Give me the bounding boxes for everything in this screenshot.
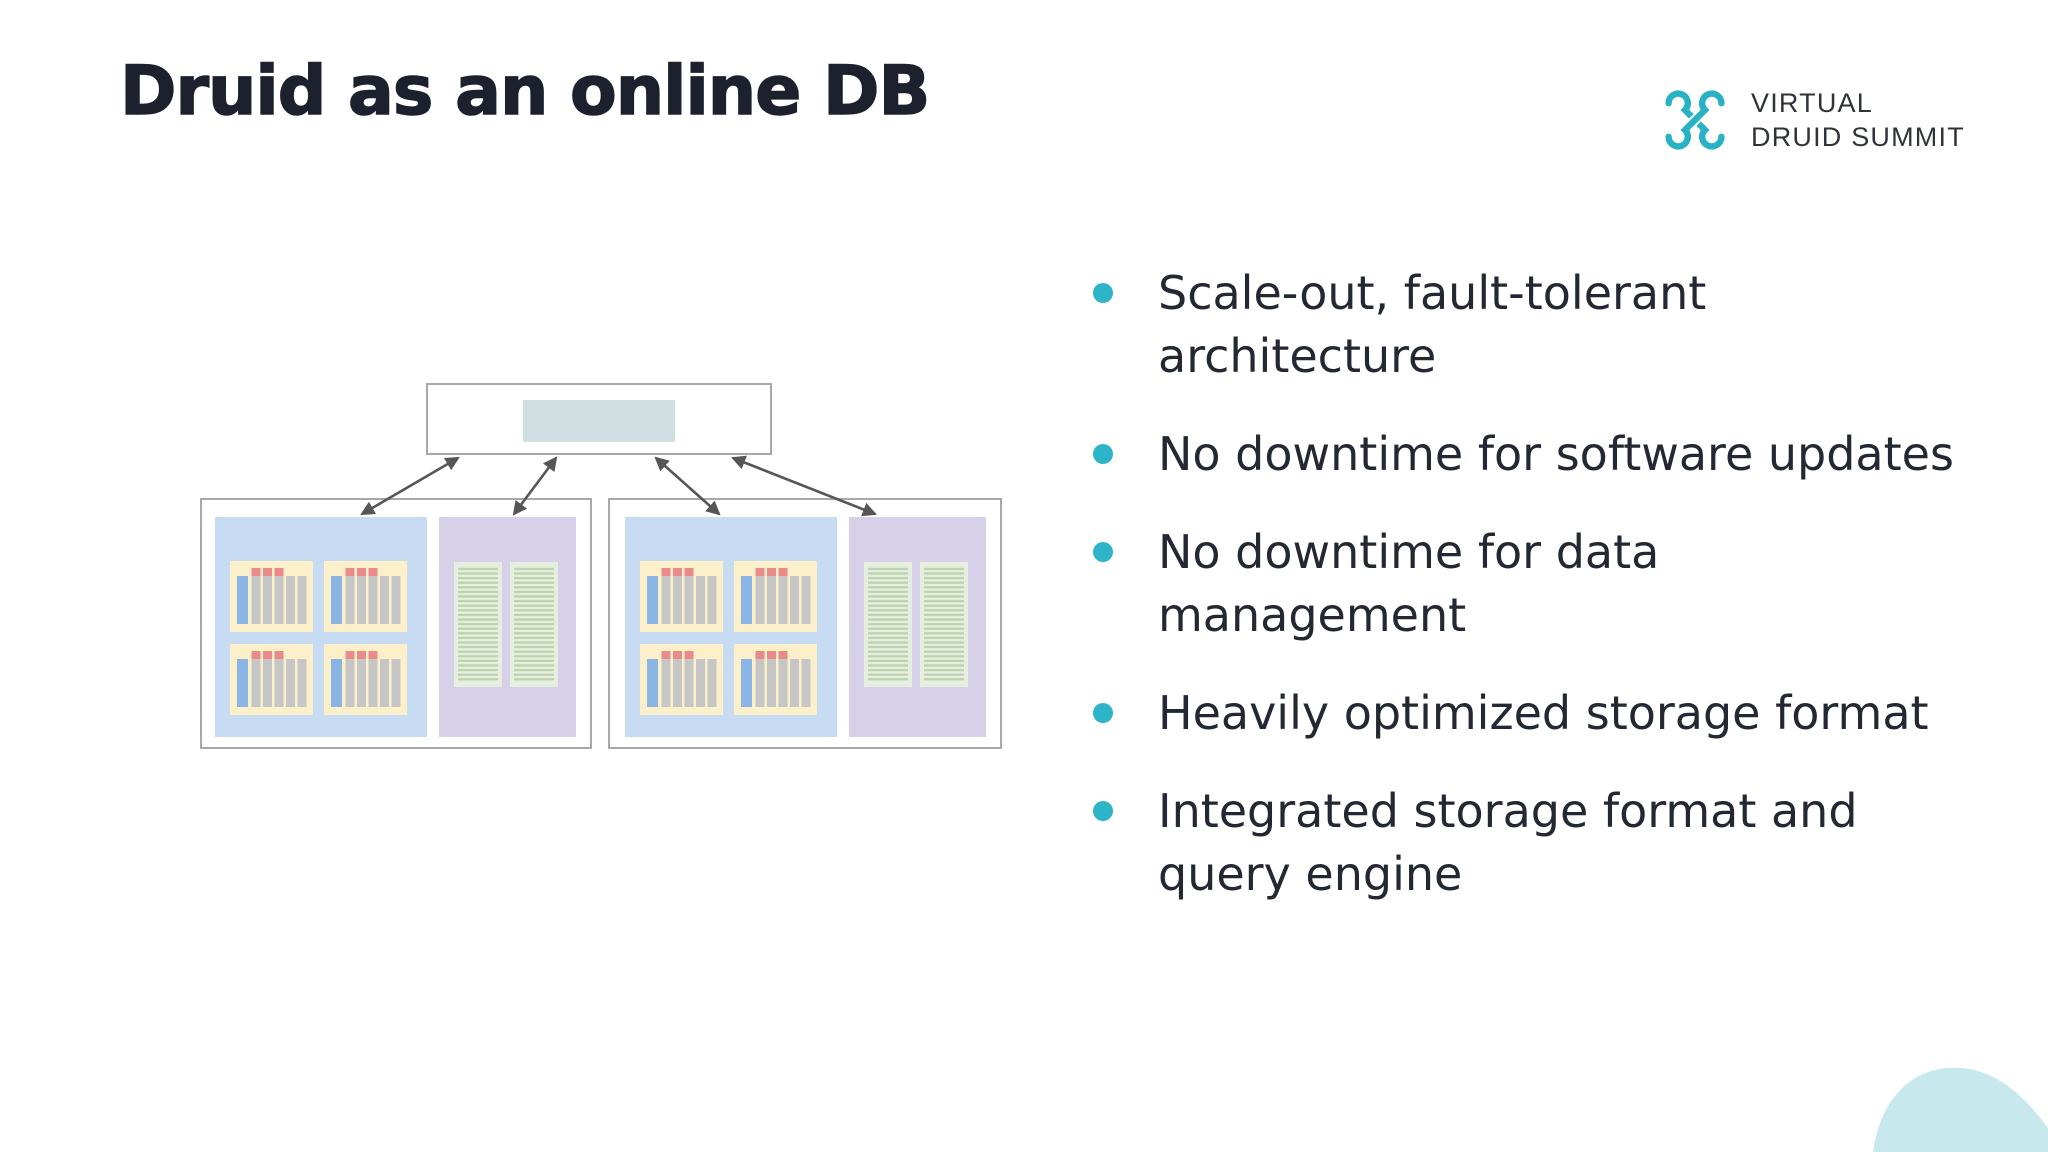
segment-tile: [230, 644, 313, 715]
bullet-dot-icon: [1093, 542, 1113, 562]
arrow-bidirectional: [654, 456, 721, 516]
bullet-dot-icon: [1093, 283, 1113, 303]
bullet-line: management: [1158, 588, 1467, 642]
segment-tile: [734, 644, 817, 715]
summit-logo: VIRTUAL DRUID SUMMIT: [1655, 80, 1965, 160]
bullet-text: No downtime for data management: [1158, 521, 1659, 647]
column-file: [454, 562, 502, 687]
segment-tile: [734, 561, 817, 632]
corner-blob-shape: [1873, 1068, 2048, 1152]
bullet-item: Scale-out, fault-tolerant architecture: [1093, 262, 1954, 388]
page-title: Druid as an online DB: [119, 51, 931, 132]
bullet-dot-icon: [1093, 703, 1113, 723]
arrow-bidirectional: [360, 456, 460, 516]
bullet-text: Scale-out, fault-tolerant architecture: [1158, 262, 1706, 388]
segment-tile: [640, 644, 723, 715]
segment-tile: [640, 561, 723, 632]
segment-tile: [324, 644, 407, 715]
bullet-item: No downtime for software updates: [1093, 423, 1954, 486]
bullet-text: No downtime for software updates: [1158, 423, 1954, 486]
bullet-item: Integrated storage format and query engin…: [1093, 780, 1954, 906]
arrow-group: [360, 455, 877, 517]
segment-tile: [230, 561, 313, 632]
column-file: [510, 562, 558, 687]
bullet-dot-icon: [1093, 444, 1113, 464]
root-node-inner: [523, 400, 675, 442]
corner-blob: [1873, 1068, 2048, 1152]
bullet-line: query engine: [1158, 847, 1463, 901]
bullet-item: No downtime for data management: [1093, 521, 1954, 647]
logo-line1: VIRTUAL: [1751, 88, 1873, 118]
architecture-diagram: [200, 383, 1002, 749]
bullet-text: Integrated storage format and query engin…: [1158, 780, 1858, 906]
bullet-line: No downtime for data: [1158, 525, 1660, 579]
logo-line2: DRUID SUMMIT: [1751, 122, 1965, 152]
bullet-line: Heavily optimized storage format: [1158, 686, 1929, 740]
bullet-line: architecture: [1158, 329, 1437, 383]
bullet-line: No downtime for software updates: [1158, 427, 1954, 481]
arrow-bidirectional: [731, 455, 877, 517]
bullet-line: Integrated storage format and: [1158, 784, 1858, 838]
bullet-dot-icon: [1093, 801, 1113, 821]
logo-wordmark: VIRTUAL DRUID SUMMIT: [1751, 86, 1965, 154]
column-file: [864, 562, 912, 687]
bullet-text: Heavily optimized storage format: [1158, 682, 1929, 745]
bullet-list: Scale-out, fault-tolerant architecture No…: [1093, 262, 1954, 906]
segment-tile: [324, 561, 407, 632]
column-file: [920, 562, 968, 687]
arrow-bidirectional: [512, 456, 558, 516]
bullet-line: Scale-out, fault-tolerant: [1158, 266, 1707, 320]
bullet-item: Heavily optimized storage format: [1093, 682, 1954, 745]
interlocked-knot-icon: [1663, 88, 1727, 152]
